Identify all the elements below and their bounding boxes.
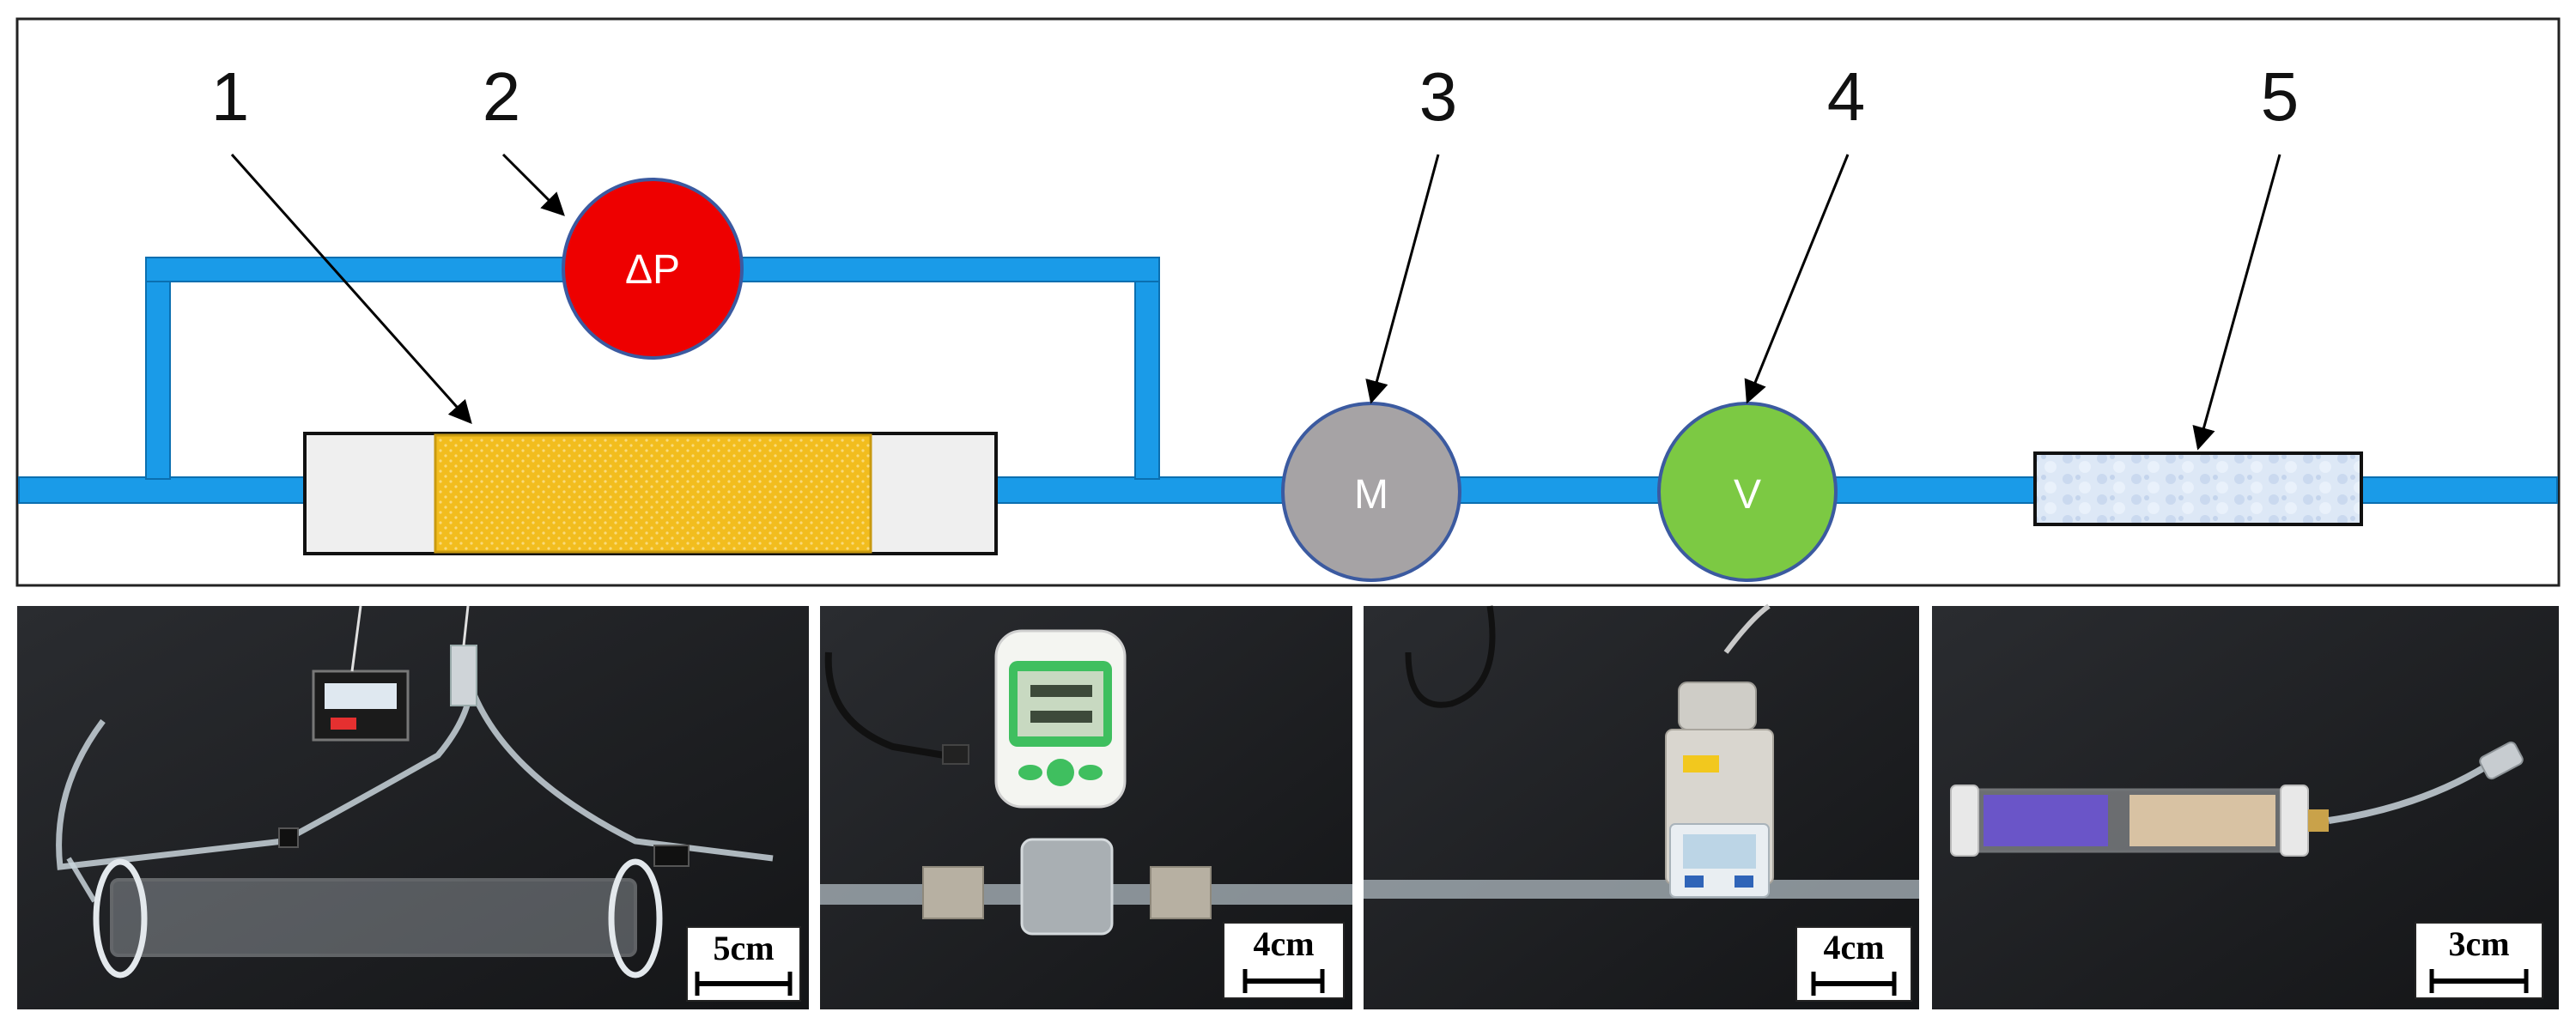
- arrow-5: [2192, 154, 2281, 451]
- regulator-warning: [1683, 755, 1719, 772]
- column-flange: [608, 858, 663, 978]
- scale-box: [2415, 922, 2543, 999]
- photo-1-background: [17, 606, 809, 1009]
- tubing: [66, 857, 97, 903]
- meter-button: [1078, 765, 1103, 780]
- regulator-button: [1685, 876, 1704, 888]
- usb-plug: [942, 744, 969, 765]
- schematic-panel: ΔP M V 1 2 3 4 5: [15, 17, 2561, 587]
- scale-label: 4cm: [1823, 928, 1884, 966]
- meter-digits: [1030, 685, 1092, 697]
- photo-flow-meter: 4cm: [820, 606, 1352, 1009]
- outlet-tube: [2328, 760, 2493, 824]
- silica-gel-blue: [1984, 795, 2108, 846]
- arrow-1: [230, 154, 472, 425]
- usb-cable: [824, 651, 945, 759]
- bypass-right-riser: [1134, 257, 1160, 480]
- test-column: [303, 432, 998, 555]
- silica-gel-beige: [2129, 795, 2275, 846]
- sensor-wire: [462, 605, 470, 646]
- callout-5: 5: [2261, 58, 2300, 135]
- regulator-button: [1735, 876, 1753, 888]
- column-packing: [434, 433, 872, 554]
- scale-box: [686, 926, 801, 1002]
- valve: V: [1657, 402, 1838, 582]
- drying-tube: [2033, 451, 2363, 526]
- brass-fitting: [2308, 809, 2329, 832]
- sensor-head: [450, 645, 477, 706]
- arrow-2: [501, 153, 565, 216]
- meter-fitting: [1150, 866, 1212, 919]
- bypass-loop: [145, 257, 1160, 480]
- callout-4: 4: [1827, 58, 1866, 135]
- pressure-gauge-label: ΔP: [625, 247, 680, 293]
- meter-fitting: [922, 866, 984, 919]
- callout-1: 1: [211, 58, 250, 135]
- arrow-4: [1744, 154, 1850, 404]
- meter-screen: [1018, 671, 1103, 736]
- pressure-gauge: ΔP: [562, 178, 744, 360]
- quick-connector: [2479, 741, 2524, 780]
- column-flange: [93, 858, 148, 978]
- acrylic-column: [110, 878, 637, 957]
- tube-end-cap: [1950, 785, 1979, 857]
- bypass-top-left: [145, 257, 568, 282]
- tubing: [56, 659, 474, 870]
- photo-column-setup: 5cm: [17, 605, 809, 1009]
- regulator-cable: [1405, 605, 1496, 708]
- tubing: [465, 676, 774, 862]
- flow-meter: M: [1281, 402, 1461, 582]
- sensor-wire: [350, 605, 362, 672]
- bypass-top-right: [738, 257, 1160, 282]
- scale-label: 4cm: [1253, 924, 1314, 963]
- meter-button: [1018, 765, 1042, 780]
- tube-end-cap: [2280, 785, 2309, 857]
- arrow-3: [1365, 154, 1440, 404]
- tube-connector: [653, 845, 690, 867]
- scale-label: 3cm: [2448, 924, 2509, 963]
- callout-2: 2: [483, 58, 521, 135]
- meter-button: [1047, 759, 1074, 786]
- pressure-gauge-circle: [562, 178, 744, 360]
- photo-regulator: 4cm: [1364, 603, 1919, 1009]
- regulator-cable: [1723, 603, 1771, 654]
- meter-digits: [1030, 711, 1092, 723]
- regulator-knob: [1678, 682, 1757, 730]
- valve-label: V: [1734, 472, 1761, 518]
- controller-display: [325, 683, 397, 709]
- bypass-left-riser: [145, 257, 171, 480]
- regulator-display: [1683, 834, 1756, 869]
- meter-flow-body: [1020, 838, 1114, 936]
- flow-meter-label: M: [1354, 472, 1388, 518]
- tube-connector: [278, 827, 299, 848]
- scale-label: 5cm: [713, 929, 774, 967]
- regulator-pipe: [1364, 880, 1919, 899]
- controller-readout: [331, 718, 356, 730]
- callout-3: 3: [1419, 58, 1458, 135]
- photo-drying-tube: 3cm: [1932, 606, 2559, 1009]
